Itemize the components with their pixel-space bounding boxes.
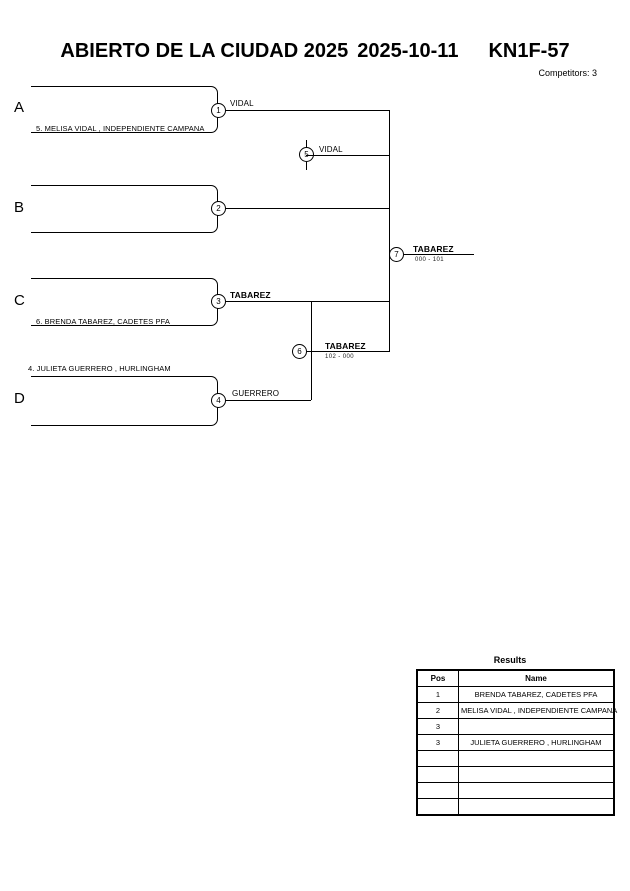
match-5-winner: VIDAL	[319, 145, 343, 154]
row-pos: 3	[416, 734, 459, 751]
category-code: KN1F-57	[488, 40, 570, 62]
match-4-bracket	[31, 376, 218, 426]
row-name	[458, 718, 615, 735]
row-name	[458, 782, 615, 799]
row-pos: 2	[416, 702, 459, 719]
results-col-pos: Pos	[416, 669, 459, 687]
tournament-date: 2025-10-11	[357, 40, 459, 62]
match-7-winner: TABAREZ	[413, 244, 454, 254]
match-4-winner-line	[226, 400, 311, 401]
row-name	[458, 750, 615, 767]
results-col-name: Name	[458, 669, 615, 687]
table-row	[416, 782, 615, 799]
table-row: 3 JULIETA GUERRERO , HURLINGHAM	[416, 734, 615, 751]
match-7-node[interactable]: 7	[389, 247, 404, 262]
entry-julieta-guerrero: 4. JULIETA GUERRERO , HURLINGHAM	[28, 364, 171, 373]
match-5-stub-up	[306, 140, 307, 148]
table-row: 3	[416, 718, 615, 735]
results-body: 1 BRENDA TABAREZ, CADETES PFA 2 MELISA V…	[416, 686, 617, 816]
match-6-winner-line	[307, 351, 390, 352]
match-3-node[interactable]: 3	[211, 294, 226, 309]
match-6-node[interactable]: 6	[292, 344, 307, 359]
champion-line	[404, 254, 474, 255]
table-row: 2 MELISA VIDAL , INDEPENDIENTE CAMPANA	[416, 702, 617, 719]
side-label-a: A	[14, 99, 25, 116]
match-7-score: 000 - 101	[415, 257, 444, 263]
match-1-winner: VIDAL	[230, 99, 254, 108]
row-pos	[416, 798, 459, 816]
match-2-bracket	[31, 185, 218, 233]
match-5-winner-line	[316, 155, 390, 156]
results-panel: Results Pos Name 1 BRENDA TABAREZ, CADET…	[416, 655, 617, 816]
row-pos: 3	[416, 718, 459, 735]
table-row	[416, 798, 615, 816]
competitors-count: Competitors: 3	[538, 68, 597, 78]
match-5-stub-down	[306, 162, 307, 170]
results-table: Pos Name 1 BRENDA TABAREZ, CADETES PFA 2…	[416, 669, 617, 816]
side-label-b: B	[14, 199, 25, 216]
table-row: 1 BRENDA TABAREZ, CADETES PFA	[416, 686, 615, 703]
match-4-winner: GUERRERO	[232, 389, 280, 398]
side-label-c: C	[14, 292, 25, 309]
match-3-winner-line	[226, 301, 389, 302]
results-header-row: Pos Name	[416, 669, 615, 687]
row-pos	[416, 750, 459, 767]
tournament-title: ABIERTO DE LA CIUDAD 2025	[60, 40, 349, 62]
row-pos	[416, 782, 459, 799]
match-6-score: 102 - 000	[325, 354, 354, 360]
row-pos: 1	[416, 686, 459, 703]
match-6-winner: TABAREZ	[325, 341, 366, 351]
match-4-node[interactable]: 4	[211, 393, 226, 408]
row-name: BRENDA TABAREZ, CADETES PFA	[458, 686, 615, 703]
entry-brenda-tabarez: 6. BRENDA TABAREZ, CADETES PFA	[36, 317, 171, 326]
row-name	[458, 798, 615, 816]
match-2-winner-line	[226, 208, 389, 209]
match-3-winner: TABAREZ	[230, 290, 271, 300]
row-pos	[416, 766, 459, 783]
results-title: Results	[493, 655, 527, 665]
match-1-node[interactable]: 1	[211, 103, 226, 118]
row-name	[458, 766, 615, 783]
side-label-d: D	[14, 390, 25, 407]
table-row	[416, 750, 615, 767]
entry-melisa-vidal: 5. MELISA VIDAL , INDEPENDIENTE CAMPANA	[36, 124, 205, 133]
semi-6-connector	[311, 301, 312, 400]
page-header: ABIERTO DE LA CIUDAD 2025 2025-10-11 KN1F-…	[0, 40, 630, 63]
match-2-node[interactable]: 2	[211, 201, 226, 216]
row-name: MELISA VIDAL , INDEPENDIENTE CAMPANA	[458, 702, 617, 719]
row-name: JULIETA GUERRERO , HURLINGHAM	[458, 734, 615, 751]
table-row	[416, 766, 615, 783]
match-1-winner-line	[226, 110, 389, 111]
